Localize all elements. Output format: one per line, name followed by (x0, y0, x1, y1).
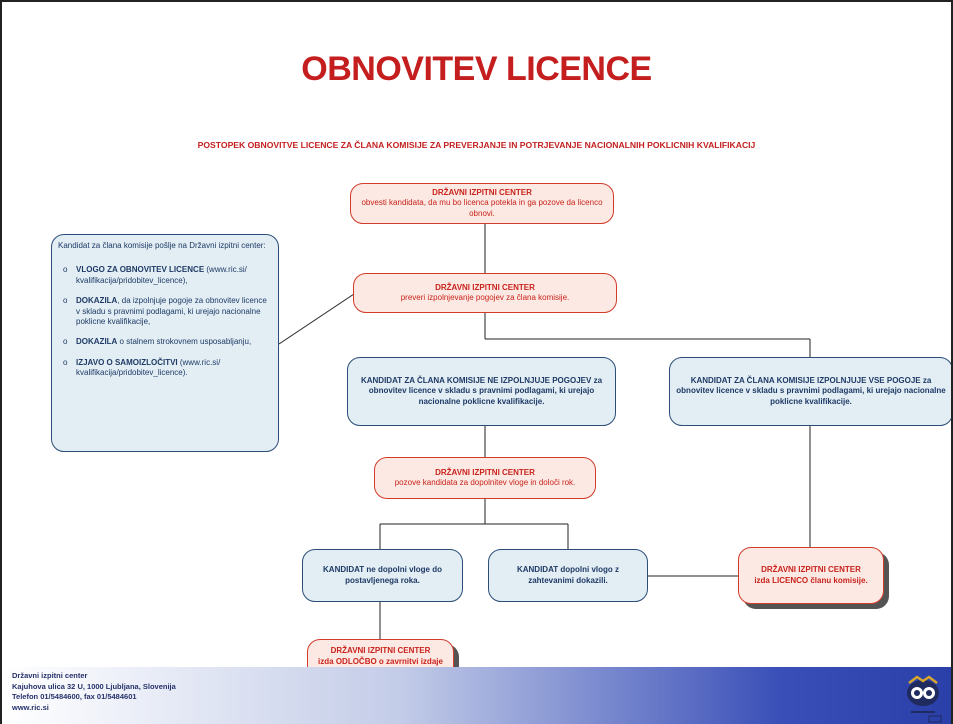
node-text: KANDIDAT dopolni vlogo z zahtevanimi dok… (516, 565, 620, 585)
connector-left-n2 (278, 291, 358, 345)
node-completed: KANDIDAT dopolni vlogo z zahtevanimi dok… (488, 549, 648, 602)
node-text: KANDIDAT ZA ČLANA KOMISIJE IZPOLNJUJE VS… (676, 375, 946, 406)
requirement-item-text: (www.ric.si/ kvalifikacija/pridobitev_li… (76, 265, 247, 285)
page-subtitle: POSTOPEK OBNOVITVE LICENCE ZA ČLANA KOMI… (197, 140, 756, 150)
requirement-item-title: IZJAVO O SAMOIZLOČITVI (76, 357, 178, 367)
node-conditions-not-met: KANDIDAT ZA ČLANA KOMISIJE NE IZPOLNJUJE… (347, 357, 616, 426)
footer-address: Državni izpitni center Kajuhova ulica 32… (12, 671, 176, 713)
node-check-conditions: DRŽAVNI IZPITNI CENTER preveri izpolnjev… (353, 273, 617, 313)
requirement-item: DOKAZILA, da izpolnjuje pogoje za obnovi… (63, 296, 272, 327)
node-text: preveri izpolnjevanje pogojev za člana k… (400, 293, 570, 302)
page-title: OBNOVITEV LICENCE (301, 50, 652, 88)
footer-street: Kajuhova ulica 32 U, 1000 Ljubljana, Slo… (12, 681, 176, 691)
node-heading: DRŽAVNI IZPITNI CENTER (432, 187, 532, 197)
requirements-intro: Kandidat za člana komisije pošlje na Drž… (58, 241, 266, 250)
node-heading: DRŽAVNI IZPITNI CENTER (761, 565, 861, 575)
node-text: izda LICENCO članu komisije. (754, 575, 868, 585)
node-issue-licence: DRŽAVNI IZPITNI CENTER izda LICENCO član… (738, 547, 884, 604)
requirement-item-text: , da izpolnjuje pogoje za obnovitev lice… (76, 296, 267, 326)
node-text: KANDIDAT ne dopolni vloge do postavljene… (323, 565, 442, 585)
flowchart-connectors (278, 223, 811, 639)
node-heading: DRŽAVNI IZPITNI CENTER (435, 282, 535, 292)
requirement-item: DOKAZILA o stalnem strokovnem usposablja… (63, 337, 272, 348)
node-text: KANDIDAT ZA ČLANA KOMISIJE NE IZPOLNJUJE… (360, 375, 603, 406)
requirement-item-title: DOKAZILA (76, 296, 118, 306)
footer-phone: Telefon 01/5484600, fax 01/5484601 (12, 692, 137, 701)
requirement-item: VLOGO ZA OBNOVITEV LICENCE (www.ric.si/ … (63, 265, 272, 286)
requirements-box: Kandidat za člana komisije pošlje na Drž… (51, 234, 279, 452)
requirement-item-text: (www.ric.si/ kvalifikacija/pridobitev_li… (76, 357, 221, 378)
node-notify-candidate: DRŽAVNI IZPITNI CENTER obvesti kandidata… (350, 183, 614, 224)
node-heading: DRŽAVNI IZPITNI CENTER (330, 646, 431, 656)
footer-org-name: Državni izpitni center (12, 671, 88, 680)
footer-website: www.ric.si (12, 702, 49, 712)
node-conditions-met: KANDIDAT ZA ČLANA KOMISIJE IZPOLNJUJE VS… (669, 357, 951, 426)
node-text: pozove kandidata za dopolnitev vloge in … (394, 478, 576, 487)
requirement-item: IZJAVO O SAMOIZLOČITVI (www.ric.si/ kval… (63, 357, 272, 379)
requirement-item-text: o stalnem strokovnem usposabljanju, (117, 337, 252, 347)
node-heading: DRŽAVNI IZPITNI CENTER (435, 467, 535, 477)
node-text: obvesti kandidata, da mu bo licenca pote… (361, 198, 603, 218)
requirement-item-title: VLOGO ZA OBNOVITEV LICENCE (76, 265, 205, 275)
node-request-completion: DRŽAVNI IZPITNI CENTER pozove kandidata … (374, 457, 596, 499)
footer-bar: Državni izpitni center Kajuhova ulica 32… (2, 667, 951, 724)
node-not-completed: KANDIDAT ne dopolni vloge do postavljene… (302, 549, 463, 602)
requirement-item-title: DOKAZILA (76, 337, 118, 347)
ric-logo-icon (907, 675, 942, 723)
requirements-list: VLOGO ZA OBNOVITEV LICENCE (www.ric.si/ … (58, 265, 272, 378)
